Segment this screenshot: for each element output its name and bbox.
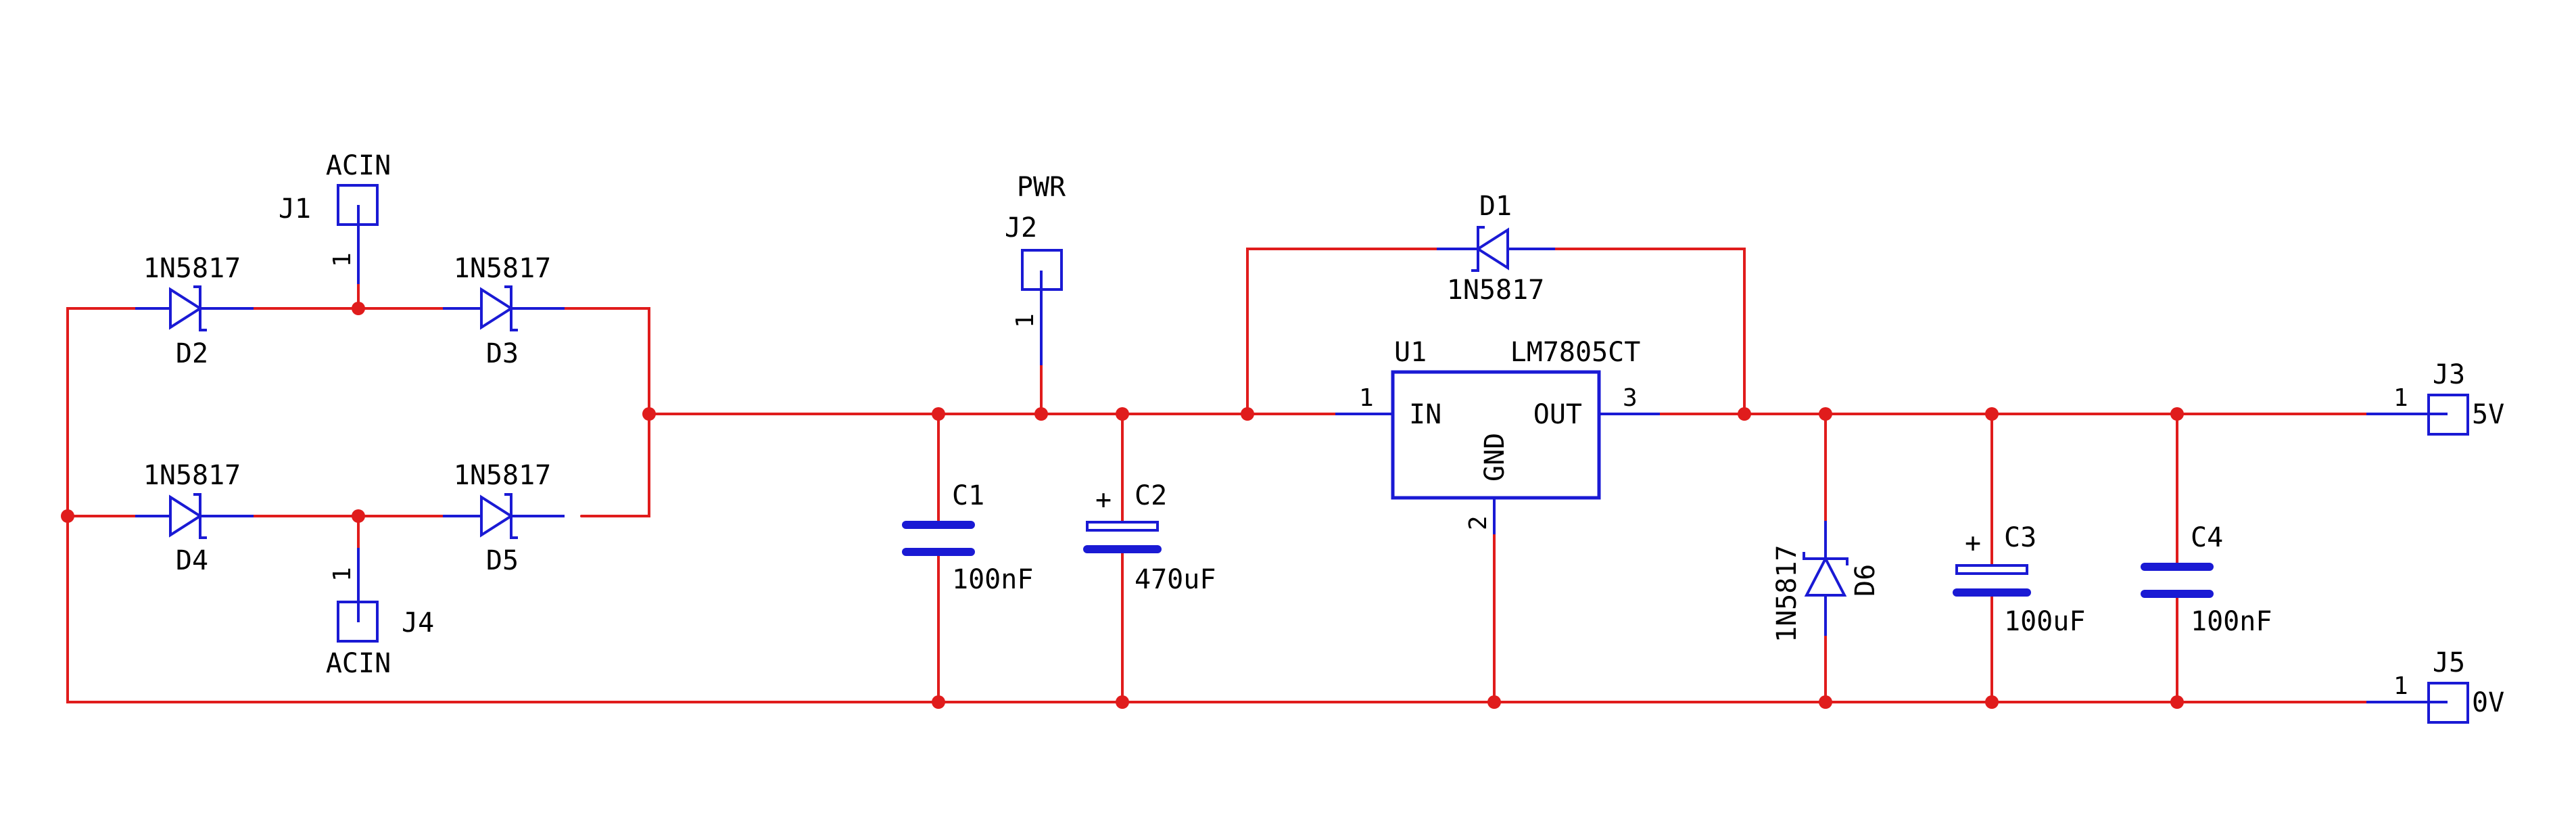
capacitor-c2-polarity: + — [1095, 484, 1112, 515]
connector-j5-value: 0V — [2472, 687, 2504, 718]
regulator-u1-pin-in-number: 1 — [1359, 384, 1374, 412]
regulator-u1-gnd-label: GND — [1479, 433, 1510, 482]
junction-dot — [1819, 695, 1832, 709]
regulator-u1-out-label: OUT — [1533, 399, 1582, 430]
capacitor-c4-value: 100nF — [2191, 606, 2272, 637]
capacitor-c3[interactable]: + C3 100uF — [1953, 522, 2085, 637]
diode-d3-ref: D3 — [486, 338, 519, 369]
junction-dot — [642, 407, 656, 421]
junction-dot — [352, 302, 365, 315]
diode-d6-ref: D6 — [1850, 564, 1881, 597]
connector-j2-value: PWR — [1017, 172, 1066, 203]
capacitor-c1-value: 100nF — [952, 564, 1033, 595]
diode-d5-triangle — [480, 494, 514, 538]
connector-j4[interactable]: J4 ACIN 1 — [326, 548, 434, 679]
capacitor-c3-plate-positive — [1955, 564, 2028, 575]
junction-dot — [61, 509, 74, 523]
capacitor-c4[interactable]: C4 100nF — [2141, 522, 2272, 637]
regulator-u1-pin-out-number: 3 — [1623, 384, 1638, 412]
wire-d3-right — [563, 307, 650, 517]
junction-dot — [1116, 407, 1129, 421]
junction-dot — [1738, 407, 1751, 421]
diode-d6-triangle — [1804, 555, 1847, 597]
wire-d1-loop-left — [1246, 248, 1438, 415]
diode-d3[interactable]: 1N5817 D3 — [443, 253, 565, 369]
junction-dot — [1034, 407, 1048, 421]
capacitor-c1-ref: C1 — [952, 480, 984, 511]
connector-j4-body — [337, 601, 379, 643]
diode-d6-value: 1N5817 — [1771, 545, 1803, 643]
junctions — [61, 302, 2184, 709]
connector-j1[interactable]: ACIN J1 1 — [279, 150, 391, 284]
connector-j3-body — [2427, 394, 2469, 436]
junction-dot — [932, 407, 945, 421]
connector-j5-body — [2427, 682, 2469, 724]
connector-j1-pin-number: 1 — [329, 252, 356, 267]
diode-d4[interactable]: 1N5817 D4 — [135, 460, 254, 576]
junction-dot — [352, 509, 365, 523]
junction-dot — [2170, 695, 2184, 709]
junction-dot — [1487, 695, 1501, 709]
junction-dot — [1985, 407, 1999, 421]
diode-d5[interactable]: 1N5817 D5 — [443, 460, 565, 576]
connector-j1-ref: J1 — [279, 193, 311, 225]
connector-j3-value: 5V — [2472, 399, 2504, 430]
diode-d4-value: 1N5817 — [143, 460, 241, 491]
junction-dot — [932, 695, 945, 709]
regulator-u1-in-label: IN — [1409, 399, 1441, 430]
diode-d2-triangle — [169, 287, 203, 330]
junction-dot — [1985, 695, 1999, 709]
regulator-u1-ref: U1 — [1394, 337, 1427, 368]
diode-d2-ref: D2 — [176, 338, 208, 369]
capacitor-c3-polarity: + — [1965, 528, 1981, 559]
connector-j4-value: ACIN — [326, 648, 391, 679]
wire-d1-loop-right — [1554, 248, 1746, 415]
diode-d5-ref: D5 — [486, 545, 519, 576]
wires — [66, 248, 2368, 703]
regulator-u1-pin-gnd-number: 2 — [1464, 515, 1492, 530]
capacitor-c4-ref: C4 — [2191, 522, 2223, 553]
capacitor-c2[interactable]: + C2 470uF — [1083, 480, 1216, 595]
connector-j3[interactable]: J3 5V 1 — [2366, 359, 2504, 436]
wire-bridge-top — [66, 307, 940, 703]
regulator-u1-body — [1391, 370, 1601, 500]
connector-j5[interactable]: J5 0V 1 — [2366, 647, 2504, 724]
capacitor-c2-ref: C2 — [1135, 480, 1167, 511]
connector-j3-ref: J3 — [2433, 359, 2465, 390]
capacitor-c2-plate-positive — [1086, 521, 1159, 532]
connector-j1-value: ACIN — [326, 150, 391, 181]
capacitor-c3-value: 100uF — [2004, 606, 2085, 637]
junction-dot — [1819, 407, 1832, 421]
diode-d4-ref: D4 — [176, 545, 208, 576]
connector-j4-pin-number: 1 — [329, 567, 356, 582]
regulator-u1-value: LM7805CT — [1510, 337, 1641, 368]
capacitor-c2-value: 470uF — [1135, 564, 1216, 595]
diode-d6[interactable]: 1N5817 D6 — [1771, 521, 1881, 643]
diode-d4-triangle — [169, 494, 203, 538]
connector-j4-ref: J4 — [402, 607, 434, 638]
capacitor-c1[interactable]: C1 100nF — [902, 480, 1033, 595]
diode-d5-value: 1N5817 — [454, 460, 552, 491]
capacitor-c3-ref: C3 — [2004, 522, 2036, 553]
regulator-u1[interactable]: U1 LM7805CT IN OUT GND 1 3 2 — [1335, 337, 1660, 534]
connector-j5-pin-number: 1 — [2393, 672, 2408, 700]
connector-j5-ref: J5 — [2433, 647, 2465, 678]
diode-d2[interactable]: 1N5817 D2 — [135, 253, 254, 369]
connector-j2-pin-number: 1 — [1011, 313, 1039, 328]
diode-d3-value: 1N5817 — [454, 253, 552, 284]
diode-d3-triangle — [480, 287, 514, 330]
junction-dot — [2170, 407, 2184, 421]
diode-d1-value: 1N5817 — [1447, 275, 1545, 306]
connector-j2[interactable]: PWR J2 1 — [1005, 172, 1066, 365]
diode-d1[interactable]: D1 1N5817 — [1437, 191, 1555, 306]
connector-j3-pin-number: 1 — [2393, 384, 2408, 412]
diode-d2-value: 1N5817 — [143, 253, 241, 284]
junction-dot — [1241, 407, 1254, 421]
diode-d1-ref: D1 — [1479, 191, 1512, 222]
junction-dot — [1116, 695, 1129, 709]
diode-d1-triangle — [1475, 227, 1509, 271]
connector-j2-ref: J2 — [1005, 212, 1037, 243]
